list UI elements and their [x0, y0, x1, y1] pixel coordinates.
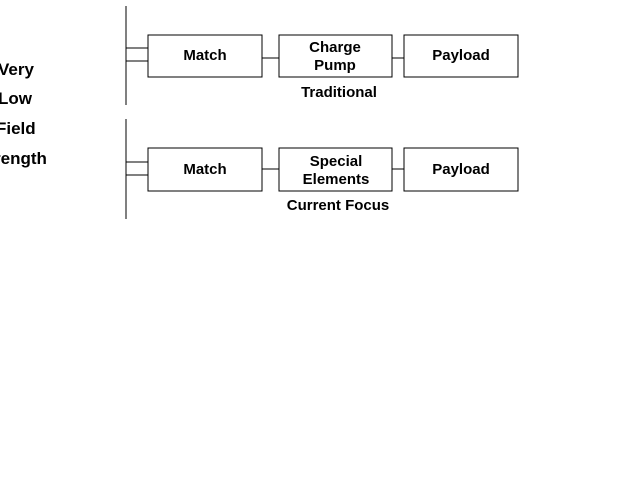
current-payload-box	[403, 147, 519, 192]
special-elements-label-line-2: Elements	[303, 171, 370, 188]
traditional-chain: Match Charge Pump Payload Traditional	[125, 6, 519, 105]
traditional-payload-box	[403, 34, 519, 78]
charge-pump-label-line-2: Pump	[314, 57, 356, 74]
side-label-line-2: Low	[0, 89, 33, 108]
traditional-match-box	[147, 34, 263, 78]
current-payload-label: Payload	[432, 161, 490, 178]
current-focus-chain: Match Special Elements Payload Current F…	[125, 119, 519, 219]
current-focus-caption: Current Focus	[287, 197, 390, 214]
charge-pump-box	[278, 34, 393, 78]
current-match-label: Match	[183, 161, 226, 178]
side-label-line-4: rength	[0, 149, 47, 168]
special-elements-box	[278, 147, 393, 192]
charge-pump-label-line-1: Charge	[309, 39, 361, 56]
special-elements-label-line-1: Special	[310, 153, 363, 170]
side-label-line-1: Very	[0, 60, 34, 79]
side-label-line-3: Field	[0, 119, 36, 138]
traditional-caption: Traditional	[301, 84, 377, 101]
traditional-payload-label: Payload	[432, 47, 490, 64]
field-strength-label: Very Low Field rength	[0, 60, 47, 168]
traditional-match-label: Match	[183, 47, 226, 64]
